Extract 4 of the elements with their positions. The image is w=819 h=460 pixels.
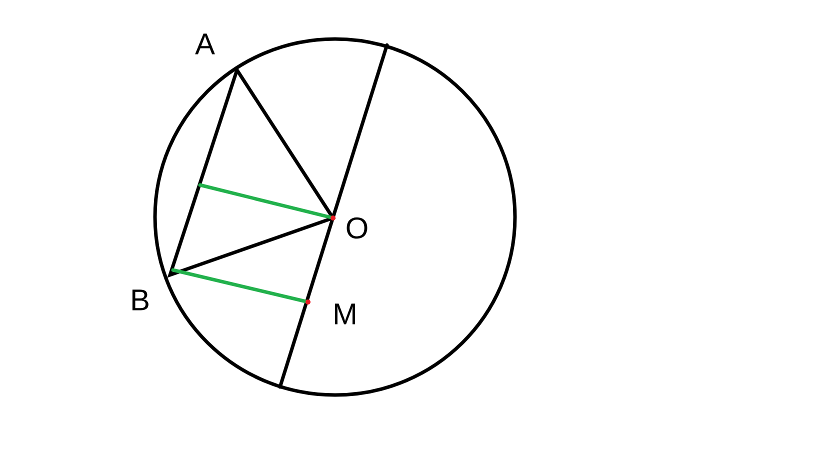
point-label: A [195,34,215,54]
point-label: B [132,290,148,310]
point-label: M [334,304,356,324]
point-label: O [346,217,368,239]
